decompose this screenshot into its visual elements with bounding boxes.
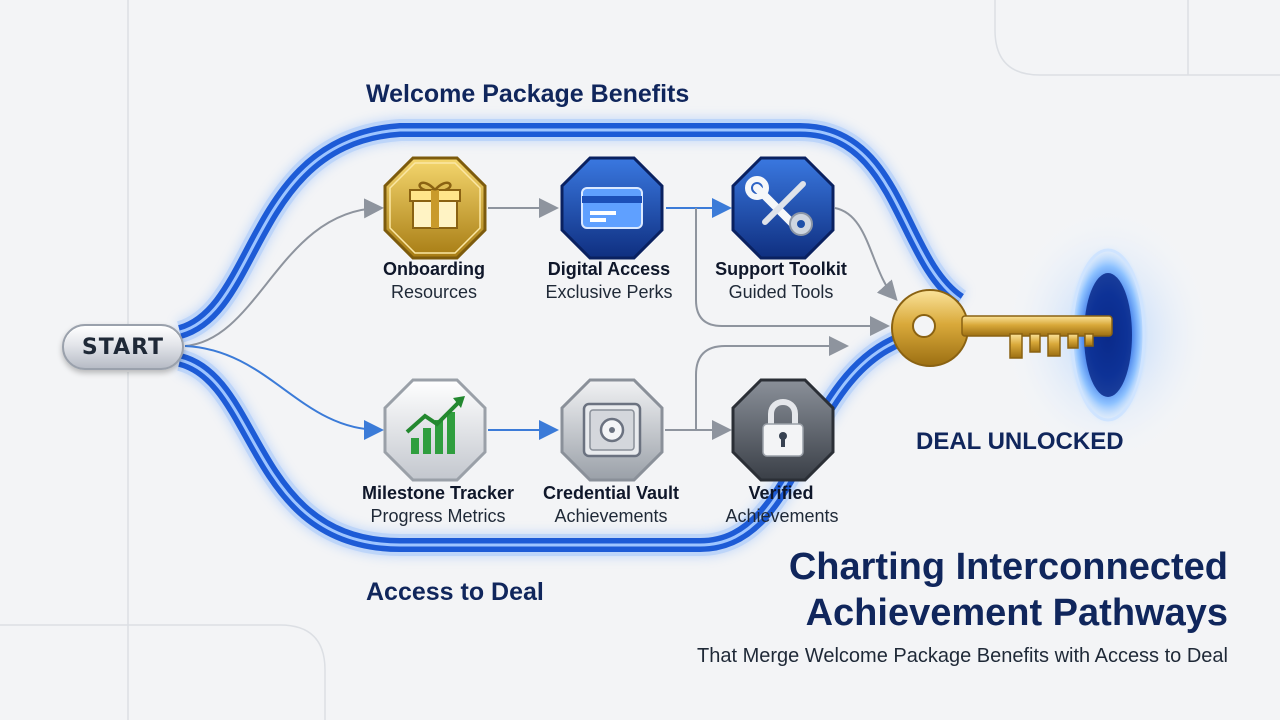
node-subtitle-onboarding: Resources (390, 282, 478, 302)
key-icon (891, 289, 1113, 367)
node-subtitle-credential-vault: Achievements (554, 506, 668, 526)
node-title-digital-access: Digital Access (547, 259, 671, 279)
node-title-onboarding: Onboarding (383, 259, 485, 279)
card-icon (560, 156, 664, 260)
node-subtitle-support-toolkit: Guided Tools (728, 282, 834, 302)
node-title-support-toolkit: Support Toolkit (715, 259, 847, 279)
node-title-credential-vault: Credential Vault (542, 483, 680, 503)
page-title-line1: Charting Interconnected (788, 546, 1228, 588)
safe-icon (560, 378, 664, 482)
node-title-milestone-tracker: Milestone Tracker (361, 483, 515, 503)
node-subtitle-verified: Achievements (725, 506, 839, 526)
node-subtitle-digital-access: Exclusive Perks (545, 282, 673, 302)
path-label-welcome-package: Welcome Package Benefits (366, 80, 690, 108)
path-label-access-to-deal: Access to Deal (366, 578, 544, 606)
padlock-icon (731, 378, 835, 482)
node-subtitle-milestone-tracker: Progress Metrics (370, 506, 506, 526)
node-title-verified: Verified (748, 483, 814, 503)
page-subtitle: That Merge Welcome Package Benefits with… (697, 645, 1228, 667)
tools-icon (731, 156, 835, 260)
page-title-line2: Achievement Pathways (805, 592, 1228, 634)
growth-chart-icon (383, 378, 487, 482)
deal-unlocked-label: DEAL UNLOCKED (916, 428, 1124, 455)
start-button[interactable]: START (62, 324, 184, 370)
gift-icon (383, 156, 487, 260)
